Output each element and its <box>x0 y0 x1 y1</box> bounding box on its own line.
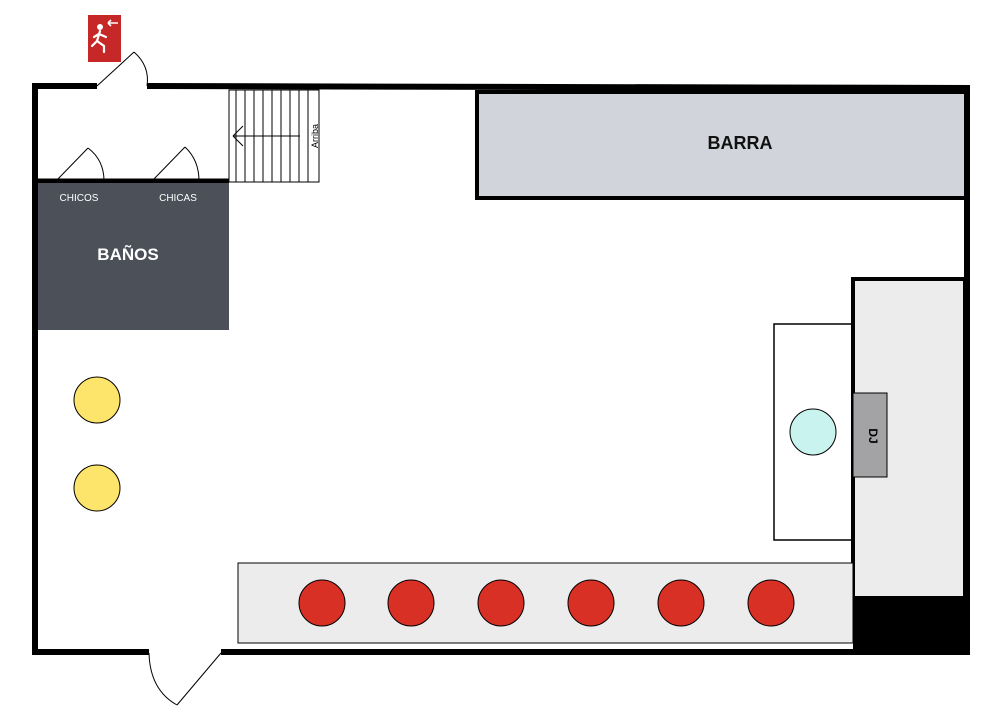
yellow-table <box>73 464 121 512</box>
red-table <box>657 579 705 627</box>
girls-bathroom-door <box>151 146 200 182</box>
bar-counter <box>475 90 968 200</box>
red-table <box>387 579 435 627</box>
top-entrance-door <box>96 51 148 87</box>
stairs <box>228 89 320 183</box>
bar-label: BARRA <box>708 133 773 153</box>
cyan-table <box>789 408 837 456</box>
girls-label: CHICAS <box>159 193 197 204</box>
bathrooms-label: BAÑOS <box>97 244 158 264</box>
red-table <box>747 579 795 627</box>
red-table <box>477 579 525 627</box>
bottom-entrance-door <box>148 652 222 706</box>
dj-booth <box>852 392 888 478</box>
stage-corner <box>853 598 965 650</box>
red-table <box>298 579 346 627</box>
emergency-exit-icon <box>88 15 121 62</box>
outer-walls <box>32 83 971 655</box>
red-table <box>567 579 615 627</box>
dj-label: DJ <box>866 428 880 443</box>
boys-label: CHICOS <box>60 193 99 204</box>
dj-front-area <box>773 323 853 541</box>
yellow-table <box>73 376 121 424</box>
bathrooms-block <box>38 183 229 330</box>
boys-bathroom-door <box>55 147 105 182</box>
stairs-label: Arriba <box>310 124 320 148</box>
